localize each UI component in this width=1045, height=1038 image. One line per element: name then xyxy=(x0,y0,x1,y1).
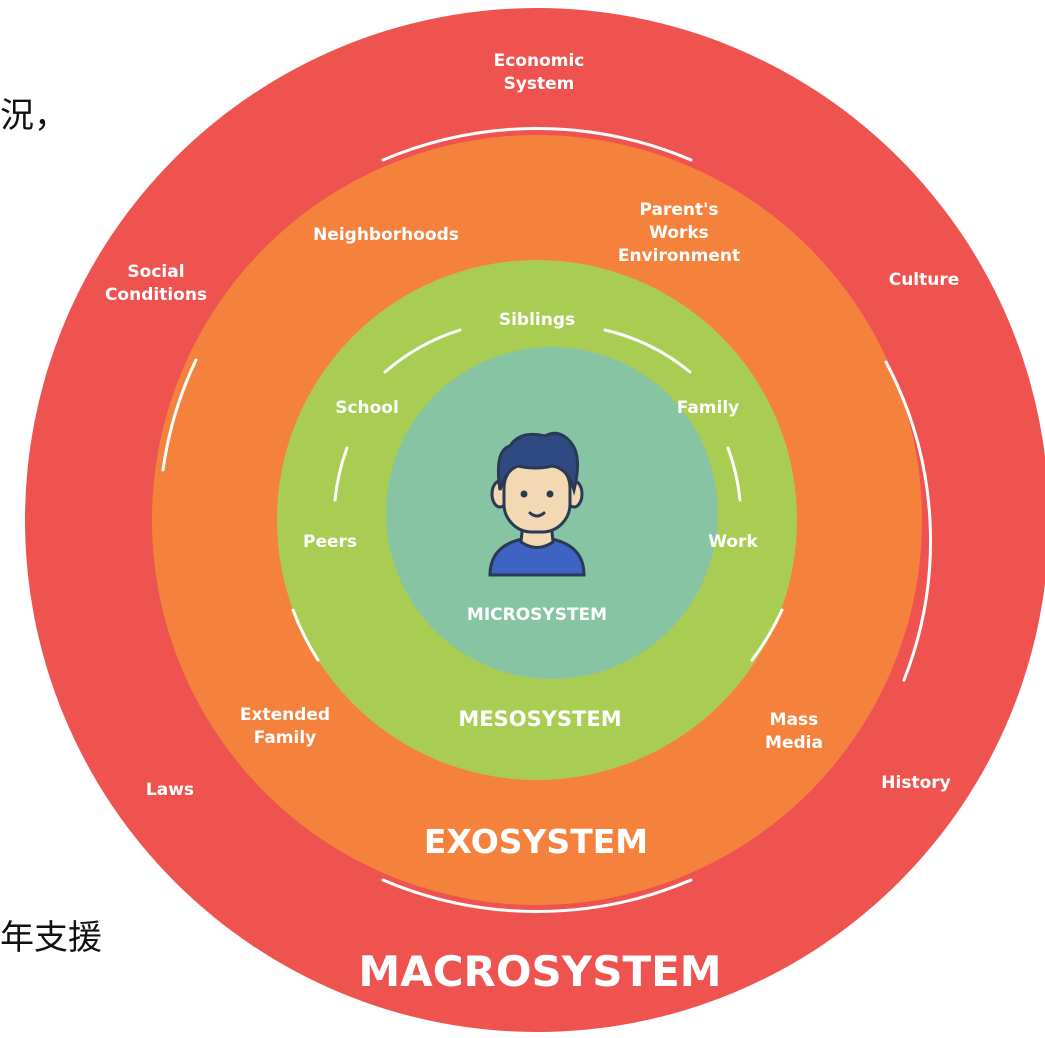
label-macrosystem: MACROSYSTEM xyxy=(358,947,721,996)
label-siblings: Siblings xyxy=(499,310,575,330)
meso-divider-left xyxy=(333,446,349,502)
side-text-bottom: 年支援 xyxy=(0,918,102,958)
label-microsystem: MICROSYSTEM xyxy=(467,605,607,625)
meso-divider-top-right xyxy=(603,328,692,374)
label-parents-work-3: Environment xyxy=(618,246,740,266)
macro-divider-bottom xyxy=(381,878,693,914)
exo-divider-right xyxy=(750,608,784,662)
label-parents-work-1: Parent's xyxy=(640,200,719,220)
label-family: Family xyxy=(677,398,740,418)
exo-divider-left xyxy=(291,608,320,662)
label-history: History xyxy=(881,773,950,793)
label-work: Work xyxy=(708,532,758,552)
macro-divider-right xyxy=(884,360,933,682)
meso-divider-right xyxy=(726,446,742,502)
side-text-top: 況， xyxy=(0,96,68,136)
label-parents-work-2: Works xyxy=(649,223,709,243)
label-mass-media-1: Mass xyxy=(770,710,819,730)
label-laws: Laws xyxy=(146,780,194,800)
label-mesosystem: MESOSYSTEM xyxy=(458,707,621,731)
label-economic-system-1: Economic xyxy=(494,51,585,71)
macro-divider-top xyxy=(381,126,693,162)
label-neighborhoods: Neighborhoods xyxy=(313,225,459,245)
label-social-conditions-2: Conditions xyxy=(105,285,207,305)
label-mass-media-2: Media xyxy=(765,733,823,753)
person-icon xyxy=(488,431,586,577)
label-extended-family-2: Family xyxy=(254,728,317,748)
label-exosystem: EXOSYSTEM xyxy=(424,822,648,861)
meso-divider-top-left xyxy=(383,328,462,374)
label-economic-system-2: System xyxy=(504,74,575,94)
label-culture: Culture xyxy=(889,270,960,290)
macro-divider-left xyxy=(161,358,198,472)
label-peers: Peers xyxy=(303,532,357,552)
label-school: School xyxy=(335,398,399,418)
label-social-conditions-1: Social xyxy=(127,262,184,282)
label-extended-family-1: Extended xyxy=(240,705,330,725)
